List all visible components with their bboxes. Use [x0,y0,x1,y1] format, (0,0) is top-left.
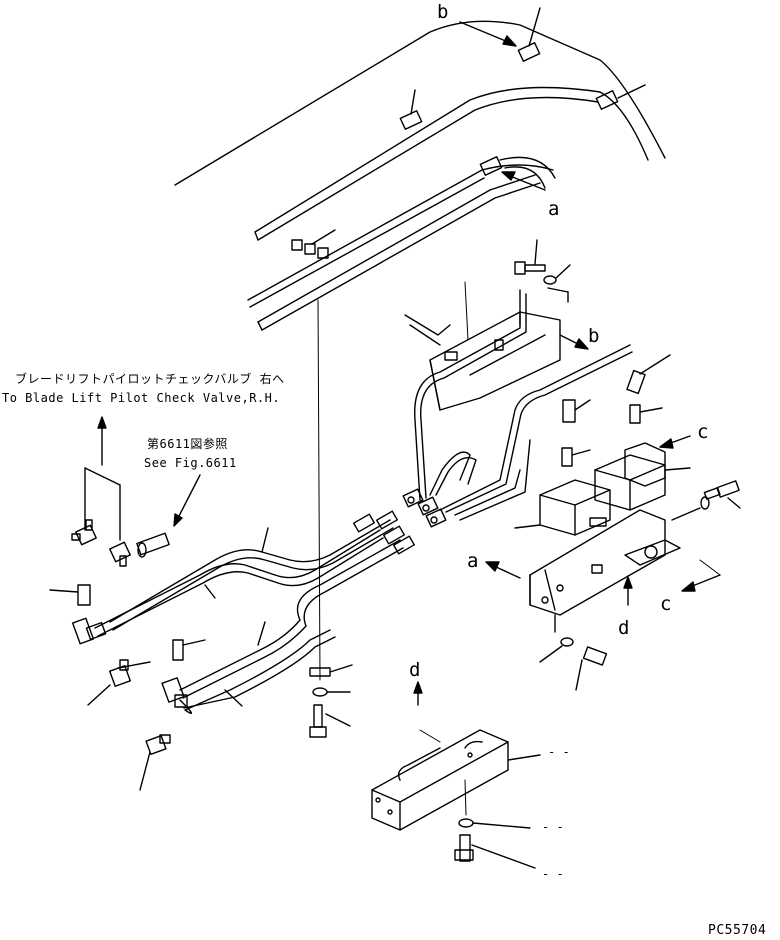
nipple [136,532,170,558]
bolt [703,480,741,509]
washer [539,637,574,663]
dash-label: - - [542,820,564,834]
arrow-c-lower: c [660,559,721,615]
elbow-fitting [71,617,107,645]
tube-bundle-left [94,519,404,714]
clamp [309,664,353,677]
elbow-fitting [139,734,171,791]
note-see-fig-en: See Fig.6611 [144,456,237,470]
label-c-lower: c [660,593,671,615]
fitting-cluster [353,510,415,555]
label-a-lower: a [467,550,478,572]
l-bracket [529,509,681,633]
arrow-a-top: a [501,171,559,220]
bottom-cover [371,729,541,831]
bolt [309,704,351,738]
nipple [49,584,91,606]
tee-fitting [71,519,97,546]
clamp-pin [479,156,556,189]
center-line [464,779,467,816]
arrow-a-lower: a [467,550,521,579]
center-line [317,299,321,681]
washer [543,264,571,303]
arrow-see-fig [173,474,201,527]
washer [312,687,351,697]
tube-bundle-right [404,289,633,521]
cover-panel [174,20,666,331]
label-d-right: d [618,617,629,639]
fitting-cluster [402,488,447,528]
drawing-code: PC55704 [708,923,766,938]
bolt [454,834,536,869]
valve-box [514,479,611,536]
washer [671,496,710,521]
tube-fitting [626,354,671,395]
label-b-top: b [437,1,448,23]
arrow-to-blade-valve [84,416,121,541]
tee-fitting [109,541,131,567]
clip-bracket [291,229,336,259]
arrow-d-bottom: d [409,659,441,743]
pin [589,517,607,527]
union-fitting [561,447,591,467]
valve-bracket [429,311,561,411]
valve-box [624,442,691,487]
clamp-pin [595,84,646,110]
bolt [575,646,608,691]
note-see-fig-jp: 第6611図参照 [147,436,228,451]
elbow-fitting [161,677,188,708]
arrow-c-right: c [659,421,708,449]
washer [458,818,531,829]
label-b-mid: b [588,325,599,347]
note-blade-lift-jp: ブレードリフトパイロットチェックバルブ 右へ [15,371,285,386]
note-blade-lift-en: To Blade Lift Pilot Check Valve,R.H. [2,391,280,405]
arrow-b-top: b [437,1,517,47]
elbow-fitting [87,659,151,706]
nipple [172,639,206,661]
pin [591,564,603,574]
union-fitting [629,404,663,424]
bolt [514,239,546,275]
arrow-d-right: d [618,576,633,639]
clamp-pin [517,7,541,62]
dash-label: - - [548,745,570,759]
arrow-b-mid: b [559,325,599,350]
tube-fitting [562,399,591,423]
label-a-top: a [548,198,559,220]
dash-label: - - [542,867,564,881]
valve-box [594,454,666,511]
label-d-bottom: d [409,659,420,681]
clamp-pin [399,89,423,130]
label-c-right: c [697,421,708,443]
